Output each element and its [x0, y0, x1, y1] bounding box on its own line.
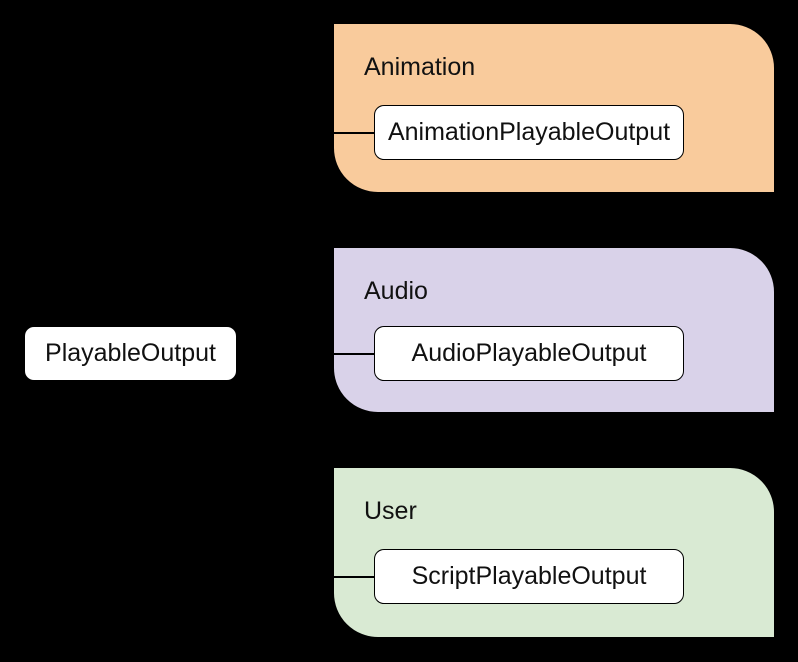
node-playable-output: PlayableOutput — [24, 326, 237, 381]
group-title-animation: Animation — [364, 53, 476, 81]
node-label: AudioPlayableOutput — [411, 339, 647, 367]
connector-line-audio — [334, 353, 374, 355]
node-label: AnimationPlayableOutput — [387, 118, 671, 146]
node-audio-playable-output: AudioPlayableOutput — [374, 326, 684, 381]
group-title-audio: Audio — [364, 277, 428, 305]
group-title-user: User — [364, 497, 417, 525]
node-animation-playable-output: AnimationPlayableOutput — [374, 105, 684, 160]
connector-line-user — [334, 576, 374, 578]
node-script-playable-output: ScriptPlayableOutput — [374, 549, 684, 604]
group-animation: Animation AnimationPlayableOutput — [333, 23, 775, 193]
group-audio: Audio AudioPlayableOutput — [333, 247, 775, 413]
connector-line-animation — [334, 132, 374, 134]
group-user: User ScriptPlayableOutput — [333, 467, 775, 638]
node-label: ScriptPlayableOutput — [411, 562, 647, 590]
node-label: PlayableOutput — [45, 339, 216, 367]
